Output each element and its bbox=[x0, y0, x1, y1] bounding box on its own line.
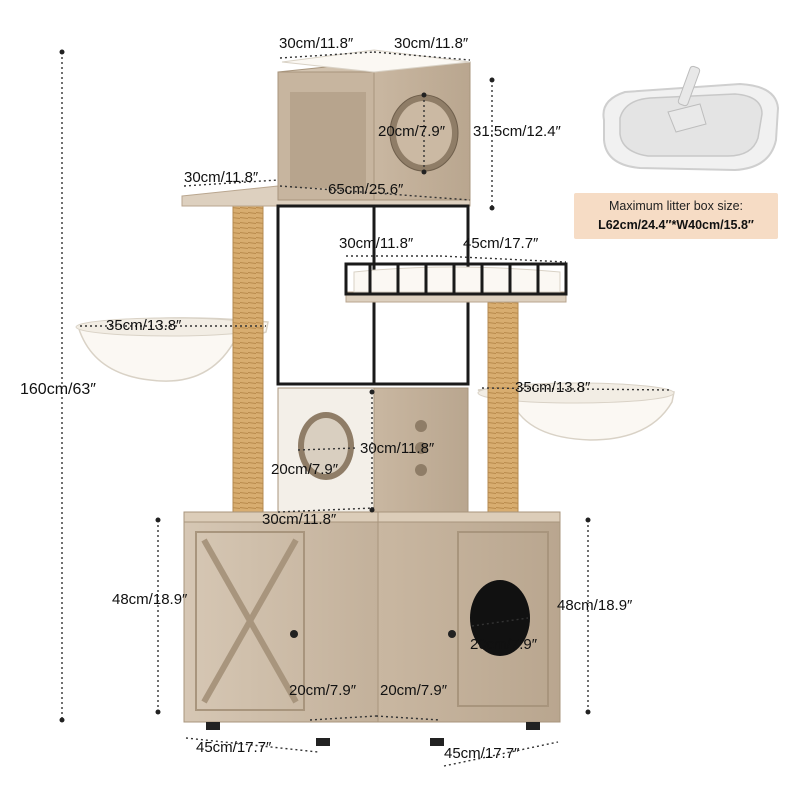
bottom-right-label: 45cm/17.7″ bbox=[444, 745, 520, 762]
left-platform-label: 30cm/11.8″ bbox=[184, 169, 259, 186]
litter-note-title: Maximum litter box size: bbox=[608, 199, 744, 213]
dimension-endpoints bbox=[59, 49, 591, 723]
left-hammock bbox=[75, 317, 269, 382]
mid-span-label: 65cm/25.6″ bbox=[328, 181, 404, 198]
total-height-label: 160cm/63″ bbox=[20, 381, 96, 398]
right-cabinet-height-label: 48cm/18.9″ bbox=[557, 597, 633, 614]
right-cabinet-hole-label: 20cm/7.9″ bbox=[470, 636, 538, 653]
top-width-label: 30cm/11.8″ bbox=[279, 35, 354, 52]
right-hammock bbox=[477, 382, 675, 441]
bottom-left-label: 45cm/17.7″ bbox=[196, 739, 272, 756]
right-hammock-label: 35cm/13.8″ bbox=[515, 379, 591, 396]
middle-shelf bbox=[344, 262, 568, 303]
dimension-lines bbox=[61, 51, 673, 767]
litter-note-size: L62cm/24.4″*W40cm/15.8″ bbox=[598, 218, 754, 232]
right-cabinet bbox=[377, 511, 561, 746]
condo-depth-label: 30cm/11.8″ bbox=[360, 440, 435, 457]
top-hole-label: 20cm/7.9″ bbox=[378, 123, 446, 140]
left-cabinet bbox=[183, 511, 379, 746]
left-hammock-label: 35cm/13.8″ bbox=[106, 317, 182, 334]
shelf-width-label: 30cm/11.8″ bbox=[339, 235, 414, 252]
shelf-length-label: 45cm/17.7″ bbox=[463, 235, 539, 252]
left-sisal-post bbox=[232, 195, 264, 519]
condo-hole-label: 20cm/7.9″ bbox=[271, 461, 339, 478]
inner-right-label: 20cm/7.9″ bbox=[380, 682, 448, 699]
litter-box-image bbox=[602, 65, 780, 172]
inner-left-label: 20cm/7.9″ bbox=[289, 682, 357, 699]
right-sisal-post bbox=[487, 301, 519, 519]
condo-width-label: 30cm/11.8″ bbox=[262, 511, 337, 528]
litter-box-note: Maximum litter box size: L62cm/24.4″*W40… bbox=[574, 193, 778, 239]
top-depth-label: 30cm/11.8″ bbox=[394, 35, 469, 52]
left-cabinet-height-label: 48cm/18.9″ bbox=[112, 591, 188, 608]
top-height-label: 31.5cm/12.4″ bbox=[473, 123, 561, 140]
